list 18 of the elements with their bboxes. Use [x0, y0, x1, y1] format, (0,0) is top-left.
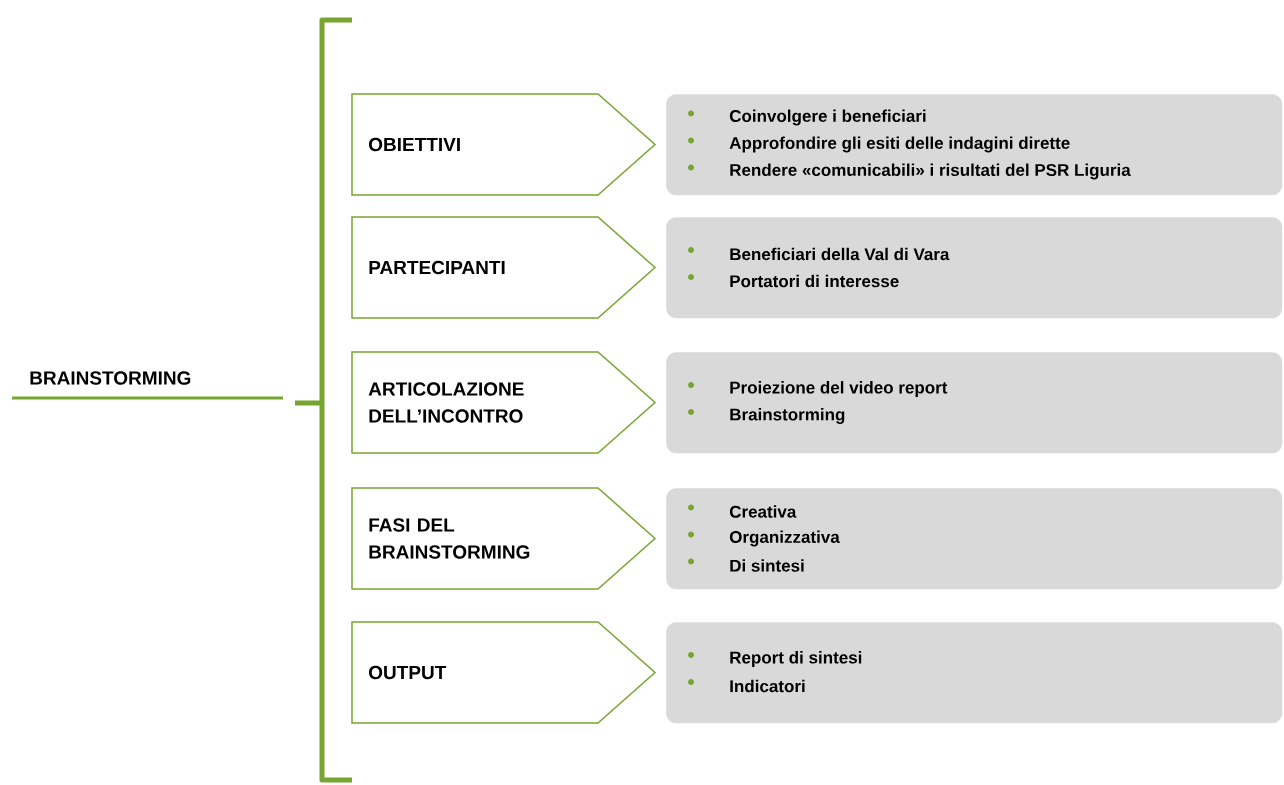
arrow-box: ARTICOLAZIONE DELL’INCONTRO — [351, 351, 657, 454]
bullet-text: Indicatori — [730, 679, 805, 693]
bullet-text: Portatori di interesse — [730, 274, 899, 288]
bullet-text: Di sintesi — [730, 559, 804, 572]
arrow-box: PARTECIPANTI — [351, 216, 657, 319]
bullet-text: Coinvolgere i beneficiari — [729, 109, 926, 126]
bullet-text: Creativa — [729, 505, 797, 518]
arrow-box: OBIETTIVI — [351, 93, 657, 196]
bullet-text: Rendere «comunicabili» i risultati del PSR Liguria — [730, 163, 1131, 180]
bullet-text: Organizzativa — [729, 530, 840, 547]
bullet-text: Brainstorming — [730, 408, 845, 424]
arrow-box: FASI DEL BRAINSTORMING — [351, 487, 657, 590]
title-text: BRAINSTORMING — [12, 371, 283, 400]
bullet-text: Report di sintesi — [730, 651, 862, 667]
bullet-text: Beneficiari della Val di Vara — [730, 247, 950, 261]
arrow-box: OUTPUT — [351, 621, 657, 724]
bullet-text: Proiezione del video report — [730, 381, 948, 397]
bullet-text: Approfondire gli esiti delle indagini dirette — [729, 136, 1070, 153]
